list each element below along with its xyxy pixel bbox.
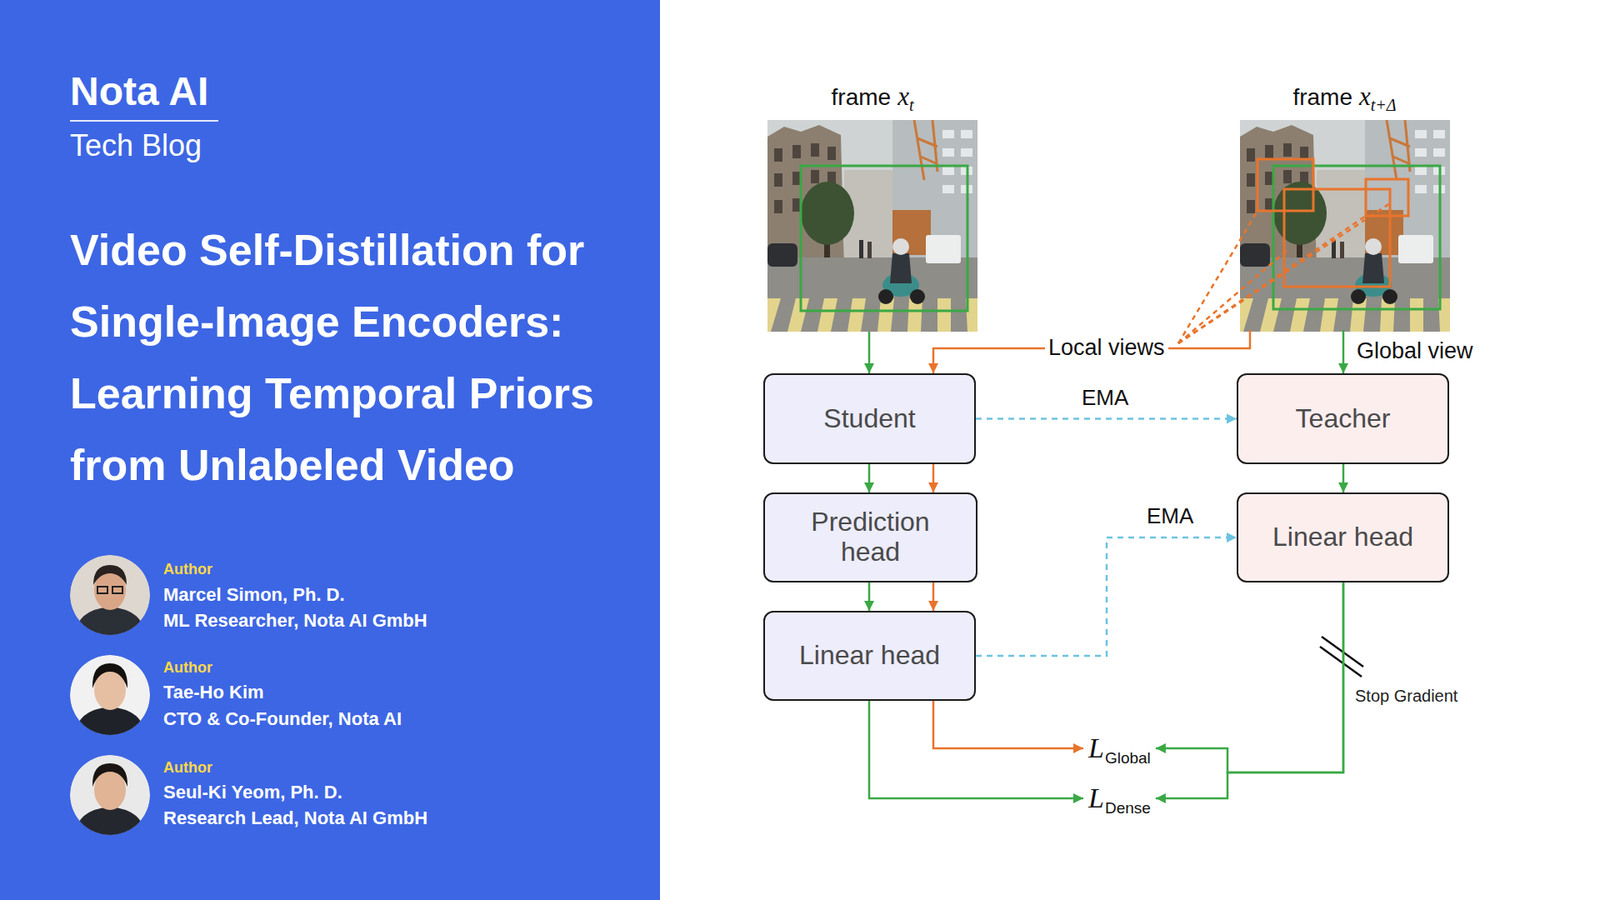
frame-heading: framext <box>717 81 1028 112</box>
connector <box>975 537 1237 656</box>
loss-label: Dense <box>1105 799 1151 818</box>
stop-gradient-mark <box>1320 636 1364 677</box>
connector <box>975 417 1237 420</box>
connector <box>1342 464 1345 493</box>
brand-logo: Nota AI <box>70 68 209 115</box>
blog-name: Tech Blog <box>70 128 202 163</box>
loss-label: L <box>1088 782 1105 815</box>
box-label: Linear head <box>1272 521 1414 552</box>
frame-label: t <box>909 95 915 115</box>
connector <box>933 330 1250 374</box>
logo-underline <box>70 120 219 122</box>
connector <box>1342 330 1345 374</box>
box-text: Teacher <box>1295 404 1391 435</box>
author-role: ML Researcher, Nota AI GmbH <box>163 610 428 631</box>
connector <box>932 582 935 611</box>
author-tag: Author <box>163 560 213 579</box>
stop-gradient-note: Stop Gradient <box>1355 686 1458 706</box>
author-tag: Author <box>163 759 213 777</box>
local-crops <box>1257 159 1409 287</box>
connector <box>868 582 871 611</box>
author-role: CTO & Co-Founder, Nota AI <box>163 708 402 730</box>
page-title: Video Self-Distillation for Single-Image… <box>70 214 637 501</box>
connector <box>932 464 935 493</box>
author-photo <box>70 755 150 835</box>
loss-term: LGlobal <box>1083 730 1156 766</box>
box-text: Prediction head <box>786 507 955 568</box>
teacher-box: Teacher <box>1236 373 1450 465</box>
frame-label: x <box>1359 81 1371 111</box>
loss-label: Global <box>1105 749 1151 768</box>
video-frame <box>1230 120 1454 332</box>
box-text: Student <box>823 404 915 435</box>
author-photo <box>70 555 150 635</box>
box-text: Linear head <box>1272 522 1414 553</box>
global-crop <box>800 165 968 311</box>
box-label: Student <box>823 403 915 434</box>
connector <box>1155 582 1344 773</box>
box-text: Linear head <box>799 640 940 671</box>
author-name: Seul-Ki Yeom, Ph. D. <box>163 781 343 803</box>
author-tag: Author <box>163 659 213 677</box>
global-crop <box>1273 165 1440 310</box>
connector <box>1155 582 1344 799</box>
loss-label: L <box>1088 732 1105 765</box>
student-box: Student <box>763 373 976 465</box>
edge-label: EMA <box>1146 504 1194 530</box>
box-label: Linear head <box>799 640 940 670</box>
frame-label: frame <box>831 84 892 110</box>
edge-label: Global view <box>1356 338 1474 365</box>
leader-lines <box>1178 203 1390 344</box>
author-name: Tae-Ho Kim <box>163 681 265 703</box>
edge-label: EMA <box>1081 385 1129 411</box>
frame-label: t+Δ <box>1370 95 1397 115</box>
author-role: Research Lead, Nota AI GmbH <box>163 807 428 829</box>
connector <box>868 464 871 493</box>
video-frame <box>757 120 981 332</box>
box-label: Prediction head <box>810 506 930 567</box>
video-frame: framext+Δ <box>1240 120 1450 330</box>
frame-label: frame <box>1292 84 1353 110</box>
video-frame: framext <box>767 120 978 332</box>
loss-term: LDense <box>1083 780 1156 816</box>
head-box: Prediction head <box>763 492 978 583</box>
connector <box>933 700 1084 749</box>
author-photo <box>70 655 150 735</box>
head-box: Linear head <box>763 610 976 701</box>
frame-label: x <box>897 81 910 111</box>
connector <box>868 331 871 374</box>
box-label: Teacher <box>1295 403 1391 434</box>
author-name: Marcel Simon, Ph. D. <box>163 584 345 605</box>
connector <box>869 700 1084 799</box>
frame-heading: framext+Δ <box>1190 81 1500 112</box>
head-box: Linear head <box>1236 492 1450 583</box>
edge-label: Local views <box>1045 335 1169 361</box>
